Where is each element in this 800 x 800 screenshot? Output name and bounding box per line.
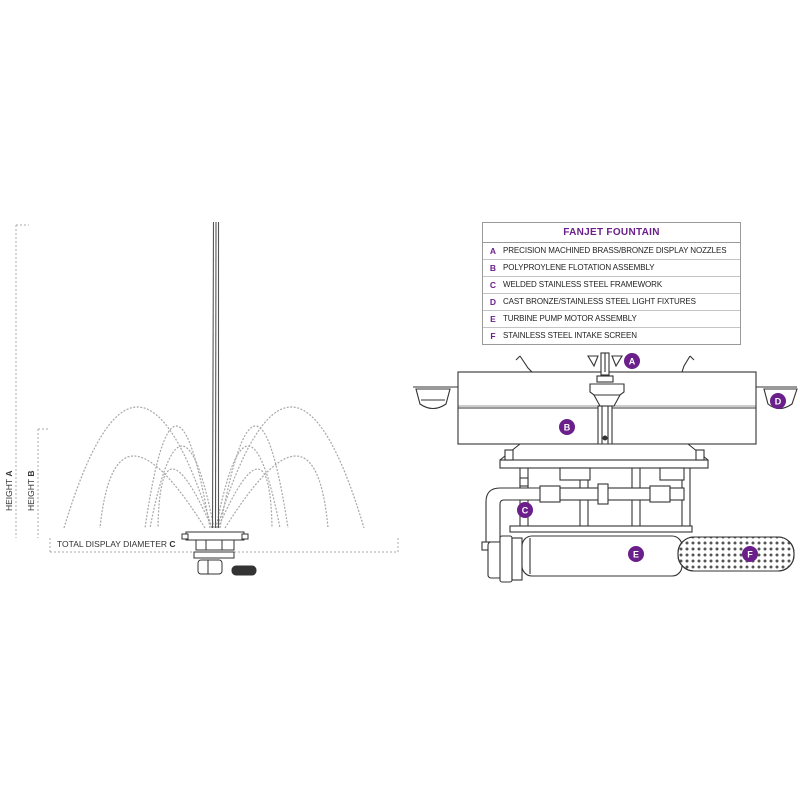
legend-letter: C: [489, 280, 497, 290]
legend-letter: A: [489, 246, 497, 256]
legend-description: STAINLESS STEEL INTAKE SCREEN: [503, 331, 637, 340]
svg-text:C: C: [522, 506, 529, 516]
legend-letter: F: [490, 331, 496, 341]
legend-row-a: A PRECISION MACHINED BRASS/BRONZE DISPLA…: [483, 243, 740, 260]
legend-description: CAST BRONZE/STAINLESS STEEL LIGHT FIXTUR…: [503, 297, 696, 306]
fountain-unit-drawing: [413, 352, 798, 583]
top-nozzles: [515, 355, 695, 373]
spray-profile-view: HEIGHT A HEIGHT B TOTAL DISPLAY DIAMETER…: [4, 221, 399, 576]
height-b-label: HEIGHT B: [26, 471, 36, 511]
legend-row-b: B POLYPROYLENE FLOTATION ASSEMBLY: [483, 260, 740, 277]
legend-letter: E: [490, 314, 496, 324]
left-light-fixture: [413, 386, 458, 410]
legend-row-e: E TURBINE PUMP MOTOR ASSEMBLY: [483, 311, 740, 328]
svg-text:E: E: [633, 550, 639, 560]
legend-row-f: F STAINLESS STEEL INTAKE SCREEN: [483, 328, 740, 344]
intake-screen: [677, 536, 795, 572]
legend-title: FANJET FOUNTAIN: [483, 223, 740, 243]
legend-letter: D: [489, 297, 497, 307]
callout-f: F: [742, 546, 758, 562]
legend-description: PRECISION MACHINED BRASS/BRONZE DISPLAY …: [503, 246, 727, 255]
height-a-dimension: [15, 224, 29, 538]
height-b-dimension: [37, 428, 49, 538]
legend-row-c: C WELDED STAINLESS STEEL FRAMEWORK: [483, 277, 740, 294]
legend-table: FANJET FOUNTAIN A PRECISION MACHINED BRA…: [482, 222, 741, 345]
callout-d: D: [770, 393, 786, 409]
svg-text:F: F: [747, 550, 753, 560]
callout-e: E: [628, 546, 644, 562]
height-a-label: HEIGHT A: [4, 471, 14, 511]
callout-c: C: [517, 502, 533, 518]
legend-description: WELDED STAINLESS STEEL FRAMEWORK: [503, 280, 663, 289]
legend-row-d: D CAST BRONZE/STAINLESS STEEL LIGHT FIXT…: [483, 294, 740, 311]
legend-description: POLYPROYLENE FLOTATION ASSEMBLY: [503, 263, 655, 272]
legend-description: TURBINE PUMP MOTOR ASSEMBLY: [503, 314, 637, 323]
callout-a: A: [624, 353, 640, 369]
svg-text:A: A: [629, 357, 636, 367]
svg-text:B: B: [564, 423, 571, 433]
spray-arcs: [63, 406, 365, 529]
svg-text:D: D: [775, 397, 782, 407]
pump-motor-assembly: [487, 535, 683, 583]
legend-letter: B: [489, 263, 497, 273]
center-jet: [211, 221, 220, 529]
total-display-diameter-label: TOTAL DISPLAY DIAMETER C: [57, 539, 176, 549]
callout-b: B: [559, 419, 575, 435]
stainless-framework: [499, 443, 709, 533]
small-fountain-unit: [181, 531, 257, 576]
